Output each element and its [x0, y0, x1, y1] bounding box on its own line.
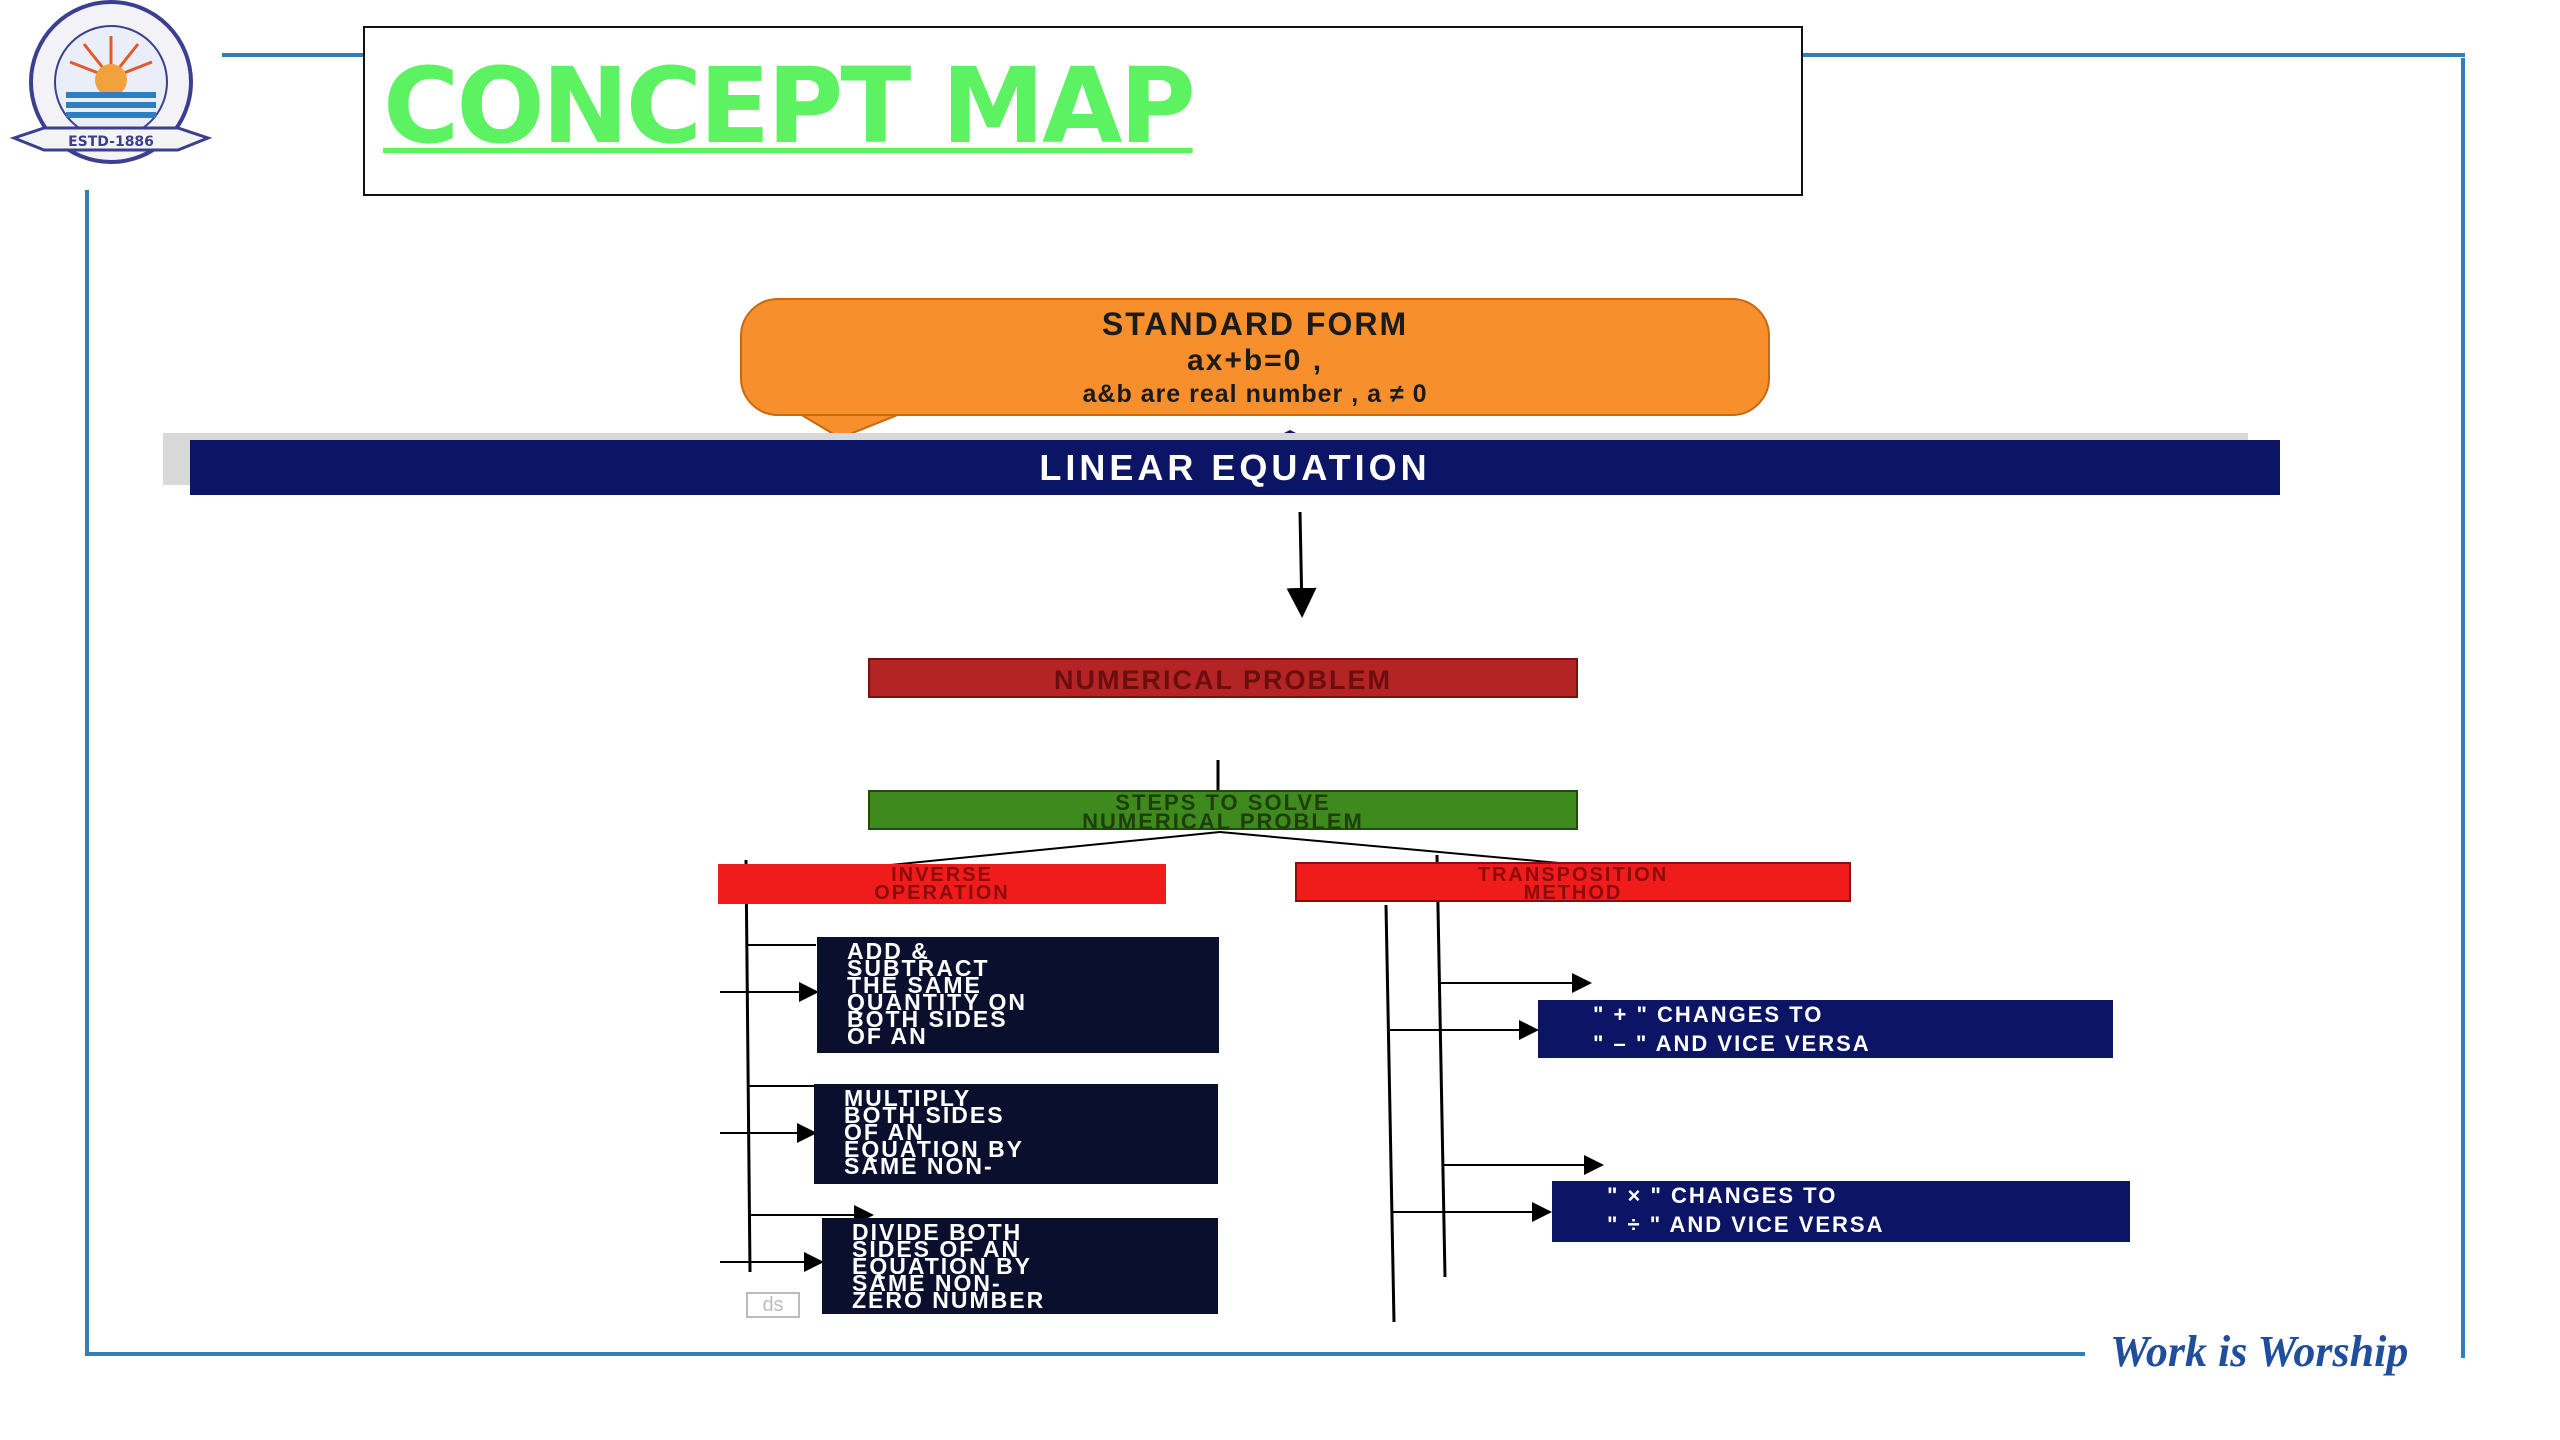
rule-line: " – " AND VICE VERSA: [1593, 1031, 1871, 1056]
scanner-mark: ds: [746, 1292, 800, 1318]
page-title: CONCEPT MAP: [383, 45, 1196, 167]
logo-ribbon-text: ESTD-1886: [68, 134, 154, 150]
inverse-step-multiply: MULTIPLY BOTH SIDES OF AN EQUATION BY SA…: [814, 1084, 1218, 1184]
steps-node: STEPS TO SOLVE NUMERICAL PROBLEM: [868, 790, 1578, 833]
frame-right-line: [2461, 58, 2465, 1358]
motto-text: Work is Worship: [2110, 1327, 2409, 1376]
transposition-rule-multiply-divide: " × " CHANGES TO " ÷ " AND VICE VERSA: [1552, 1181, 2130, 1242]
inverse-operation-node: INVERSE OPERATION: [718, 864, 1166, 904]
college-logo: ESTD-1886: [9, 0, 213, 164]
standard-form-condition: a&b are real number , a ≠ 0: [1082, 380, 1428, 408]
rule-line: " + " CHANGES TO: [1593, 1002, 1824, 1027]
standard-form-heading: STANDARD FORM: [1101, 306, 1409, 342]
title-box: CONCEPT MAP: [363, 26, 1803, 196]
inverse-step-divide: DIVIDE BOTH SIDES OF AN EQUATION BY SAME…: [822, 1218, 1218, 1314]
frame-bottom-line: [85, 1352, 2085, 1356]
linear-equation-node: LINEAR EQUATION: [190, 440, 2280, 495]
numerical-problem-node: NUMERICAL PROBLEM: [868, 658, 1578, 698]
standard-form-callout: STANDARD FORM ax+b=0 , a&b are real numb…: [740, 298, 1770, 416]
rule-line: " × " CHANGES TO: [1607, 1183, 1838, 1208]
transposition-method-node: TRANSPOSITION METHOD: [1295, 862, 1851, 903]
inverse-step-add-subtract: ADD & SUBTRACT THE SAME QUANTITY ON BOTH…: [817, 937, 1219, 1053]
transposition-rule-plus-minus: " + " CHANGES TO " – " AND VICE VERSA: [1538, 1000, 2113, 1058]
standard-form-equation: ax+b=0 ,: [1186, 344, 1324, 377]
rule-line: " ÷ " AND VICE VERSA: [1607, 1212, 1885, 1237]
frame-left-line: [85, 190, 89, 1355]
